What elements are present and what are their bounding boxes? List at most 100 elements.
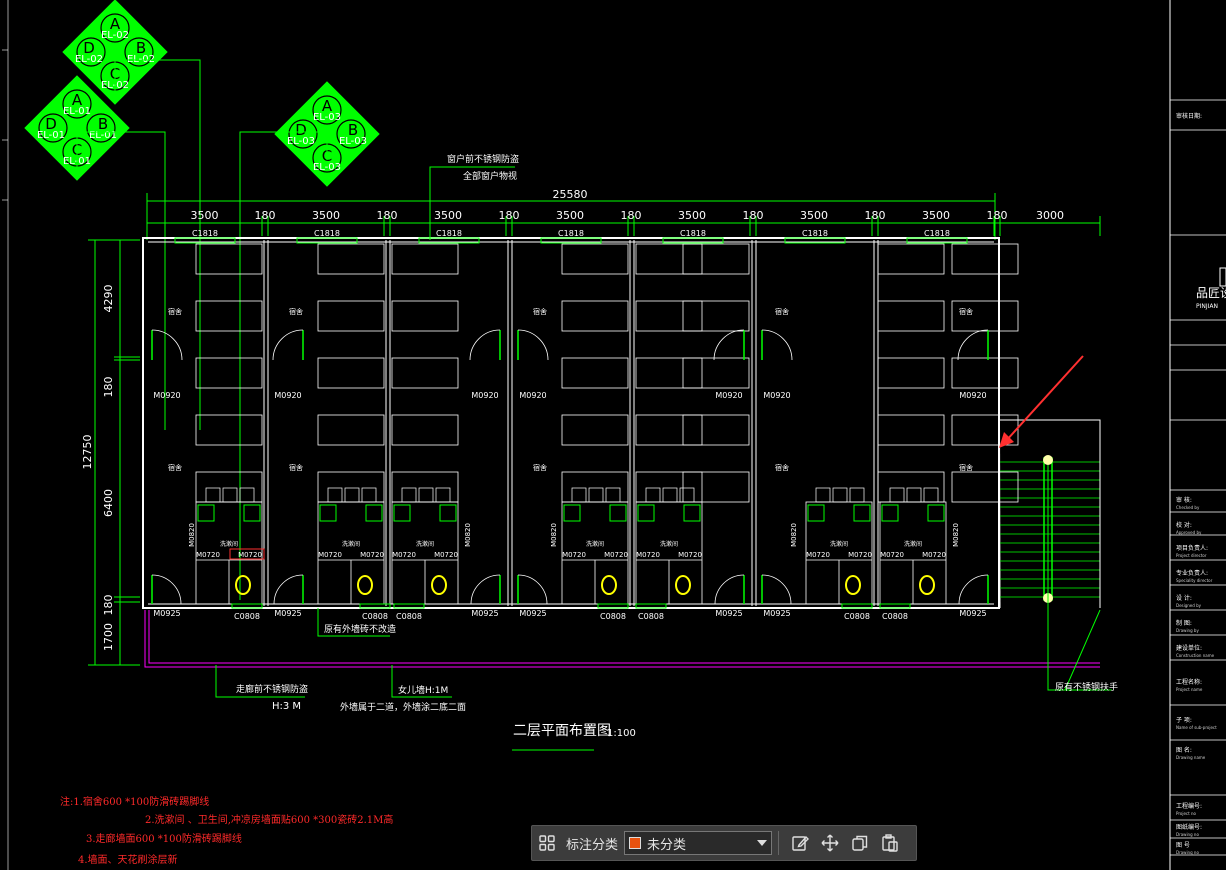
room-label: 宿舍 — [959, 463, 973, 472]
paste-icon[interactable] — [875, 828, 905, 858]
toilet-door-label: M0720 — [318, 551, 342, 559]
room-label: 宿舍 — [533, 307, 547, 316]
annotation-leaders — [215, 166, 1112, 698]
title-block-field: 建设单位: — [1176, 644, 1202, 652]
title-block-field: 工程编号: — [1176, 802, 1202, 810]
category-selected-value: 未分类 — [647, 837, 687, 853]
door-label: M0925 — [274, 609, 301, 618]
bottom-leader-text-2b: 外墙属于二道，外墙涂二底二面 — [340, 701, 466, 713]
door-label: M0920 — [763, 391, 790, 400]
bath-door-label: M0820 — [464, 523, 472, 547]
door-label: M0925 — [763, 609, 790, 618]
title-block-field-en: Construction name — [1176, 653, 1215, 658]
toilet-door-label: M0720 — [636, 551, 660, 559]
room-label: 宿舍 — [533, 463, 547, 472]
vertical-dimension: 180 — [102, 595, 115, 616]
window-label: C1818 — [558, 229, 584, 238]
door-label: M0920 — [153, 391, 180, 400]
toilet-door-label: M0720 — [806, 551, 830, 559]
callout-letter: A — [72, 91, 83, 109]
bay-dimension: 180 — [255, 209, 276, 222]
note-1: 注:1.宿舍600 *100防滑砖踢脚线 — [60, 797, 210, 808]
bay-dimension: 180 — [377, 209, 398, 222]
note-4: 4.墙面、天花刷涂层新 — [78, 855, 178, 866]
callout-letter: D — [45, 115, 57, 133]
toilet-door-label: M0720 — [434, 551, 458, 559]
window-label: C1818 — [436, 229, 462, 238]
vertical-dimension: 6400 — [102, 489, 115, 517]
callout-letter: B — [348, 121, 358, 139]
door-label: M0920 — [519, 391, 546, 400]
title-block-field-en: Name of sub-project — [1176, 725, 1217, 730]
title-block-field: 子 项: — [1176, 717, 1192, 724]
bottom-leader-text-1: 走廊前不锈钢防盗 — [236, 683, 308, 695]
room-label: 宿舍 — [168, 463, 182, 472]
callout-code: EL-03 — [287, 136, 315, 147]
bottom-leader-text-2: 女儿墙H:1M — [398, 684, 448, 696]
callout-code: EL-01 — [63, 106, 91, 117]
chevron-down-icon — [757, 840, 768, 846]
callout-code: EL-01 — [89, 130, 117, 141]
title-block-field: 图纸编号: — [1176, 823, 1202, 831]
top-leader-text-1: 窗户前不锈钢防盗 — [447, 153, 519, 165]
window-label: C1818 — [192, 229, 218, 238]
title-block-field: 审核日期: — [1176, 112, 1202, 120]
callout-letter: A — [110, 15, 121, 33]
callout-letter: D — [83, 39, 95, 57]
drawing-scale: 1:100 — [607, 728, 636, 739]
bay-dimension: 180 — [743, 209, 764, 222]
move-icon[interactable] — [815, 828, 845, 858]
bay-dimension: 180 — [621, 209, 642, 222]
wash-room-label: 洗漱间 — [586, 540, 604, 548]
copy-icon[interactable] — [845, 828, 875, 858]
annotation-toolbar: 标注分类 未分类 — [531, 825, 917, 861]
title-block-field-en: Project name — [1176, 687, 1203, 692]
bay-dimension: 3500 — [800, 209, 828, 222]
wash-room-label: 洗漱间 — [342, 540, 360, 548]
room-label: 宿舍 — [775, 307, 789, 316]
elevation-callouts: ABCDEL-02EL-02EL-02EL-02ABCDEL-01EL-01EL… — [24, 0, 380, 187]
bay-dimension: 3500 — [191, 209, 219, 222]
callout-leaders — [76, 59, 328, 600]
window-label: C1818 — [680, 229, 706, 238]
title-block-field-en: Designed by — [1176, 603, 1202, 608]
window-label: C0808 — [844, 612, 870, 621]
title-block-field-en: Speciality director — [1176, 578, 1213, 583]
toilet-door-label: M0720 — [392, 551, 416, 559]
title-block-field-en: Approved by — [1176, 530, 1202, 535]
callout-code: EL-01 — [37, 130, 65, 141]
door-label: M0925 — [153, 609, 180, 618]
title-block-field-en: Drawing no — [1176, 850, 1199, 855]
door-label: M0920 — [715, 391, 742, 400]
top-leader-text-2: 全部窗户物视 — [463, 170, 517, 182]
title-block-field-en: Project director — [1176, 553, 1207, 558]
callout-letter: B — [98, 115, 108, 133]
wash-room-label: 洗漱间 — [830, 540, 848, 548]
door-label: M0920 — [471, 391, 498, 400]
window-label: C0808 — [600, 612, 626, 621]
bath-door-label: M0820 — [188, 523, 196, 547]
title-block-field: 专业负责人: — [1176, 569, 1208, 577]
callout-letter: D — [295, 121, 307, 139]
title-block-field: 设 计: — [1176, 594, 1192, 602]
window-label: C0808 — [362, 612, 388, 621]
bath-door-label: M0820 — [790, 523, 798, 547]
title-block-field: 项目负责人: — [1176, 544, 1208, 552]
callout-code: EL-03 — [313, 112, 341, 123]
grid-icon[interactable] — [532, 828, 562, 858]
bay-dimension: 3500 — [434, 209, 462, 222]
bath-door-label: M0820 — [952, 523, 960, 547]
edit-icon[interactable] — [785, 828, 815, 858]
door-label: M0925 — [715, 609, 742, 618]
toilet-door-label: M0720 — [848, 551, 872, 559]
callout-code: EL-03 — [339, 136, 367, 147]
company-name: 品匠设 — [1196, 286, 1226, 300]
category-select[interactable]: 未分类 — [624, 831, 773, 855]
door-label: M0920 — [959, 391, 986, 400]
vertical-dimension: 1700 — [102, 623, 115, 651]
room-label: 宿舍 — [775, 463, 789, 472]
red-arrow-annotation — [999, 355, 1084, 448]
vertical-total-dimension: 12750 — [81, 435, 94, 470]
door-label: M0920 — [274, 391, 301, 400]
